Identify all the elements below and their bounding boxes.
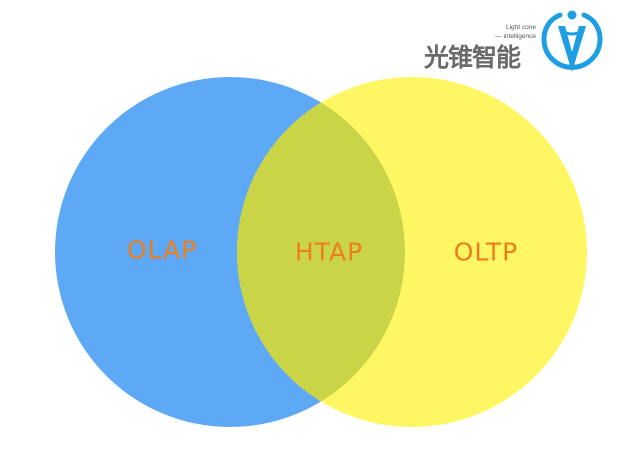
htap-label: HTAP — [294, 237, 364, 267]
oltp-label: OLTP — [453, 237, 519, 267]
logo-chinese-name: 光锥智能 — [424, 43, 521, 72]
htap-intersection — [237, 77, 405, 427]
logo-english-line1: Light cone — [506, 24, 536, 31]
olap-label: OLAP — [126, 235, 198, 265]
light-cone-v-icon — [541, 10, 603, 72]
brand-logo: Light cone — intelligence 光锥智能 — [424, 8, 634, 80]
logo-english-line2: — intelligence — [495, 33, 536, 40]
